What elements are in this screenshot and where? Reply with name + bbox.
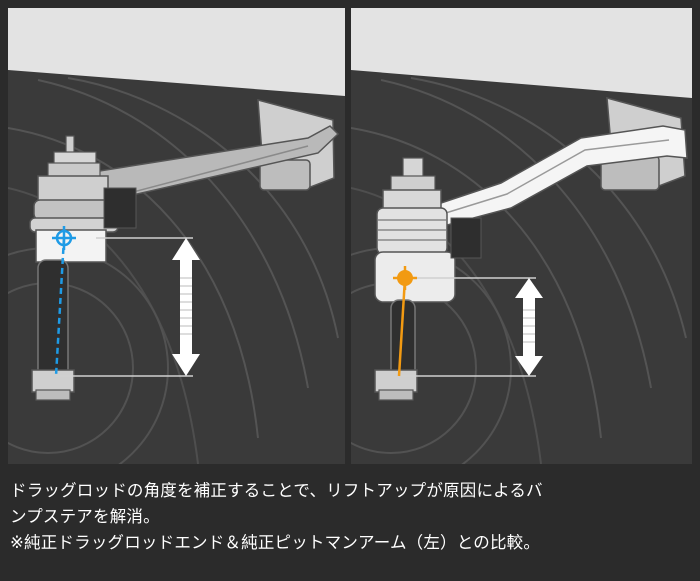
improved-steering-drawing (351, 8, 692, 464)
crosshair-marker-icon (52, 226, 76, 250)
stock-steering-drawing (8, 8, 345, 464)
caption: ドラッグロッドの角度を補正することで、リフトアップが原因によるバ ンプステアを解… (10, 478, 694, 556)
improved-comparison-illustration (351, 8, 692, 464)
caption-line-2: ンプステアを解消。 (10, 507, 160, 526)
height-double-arrow-icon (172, 238, 200, 376)
caption-note: ※純正ドラッグロッドエンド＆純正ピットマンアーム（左）との比較。 (10, 533, 541, 552)
stock-comparison-illustration (8, 8, 345, 464)
height-double-arrow-icon (515, 278, 543, 376)
crosshair-marker-icon (393, 266, 417, 290)
rod-angle-line (397, 277, 407, 377)
caption-line-1: ドラッグロッドの角度を補正することで、リフトアップが原因によるバ (10, 481, 543, 500)
rod-angle-line (54, 237, 66, 377)
